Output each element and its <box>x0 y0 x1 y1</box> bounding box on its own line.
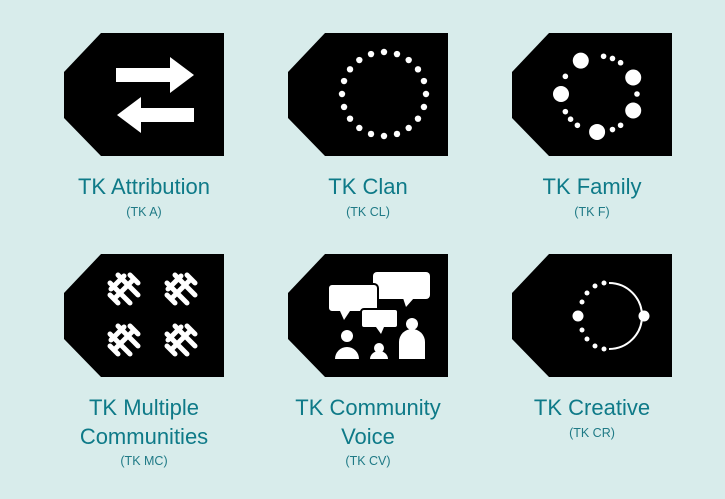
tag-shape <box>512 33 672 156</box>
label-abbreviation: (TK CV) <box>345 454 391 468</box>
label-title: TK Family <box>542 174 642 199</box>
label-title-line2: Voice <box>341 424 395 449</box>
label-abbreviation: (TK A) <box>126 205 162 219</box>
arrows-exchange-icon <box>116 57 194 133</box>
tag-shape <box>512 254 672 377</box>
woven-knots-icon <box>107 272 198 357</box>
label-abbreviation: (TK CL) <box>346 205 390 219</box>
label-title: TK Attribution <box>77 174 211 199</box>
tag-shape <box>288 33 448 156</box>
label-title-line1: TK Community <box>295 395 441 420</box>
label-title-line2: Communities <box>79 424 209 449</box>
dotted-circle-icon <box>338 48 430 140</box>
tag-shape <box>288 254 448 377</box>
family-circle-icon <box>553 52 642 140</box>
label-title: TK Clan <box>328 174 408 199</box>
half-arc-icon <box>572 280 650 352</box>
label-abbreviation: (TK F) <box>574 205 610 219</box>
label-abbreviation: (TK MC) <box>120 454 168 468</box>
tag-shape <box>64 254 224 377</box>
tag-shape <box>64 33 224 156</box>
label-title: TK Creative <box>533 395 651 420</box>
label-title-line1: TK Multiple <box>88 395 200 420</box>
label-abbreviation: (TK CR) <box>569 426 615 440</box>
speech-people-icon <box>327 272 430 359</box>
